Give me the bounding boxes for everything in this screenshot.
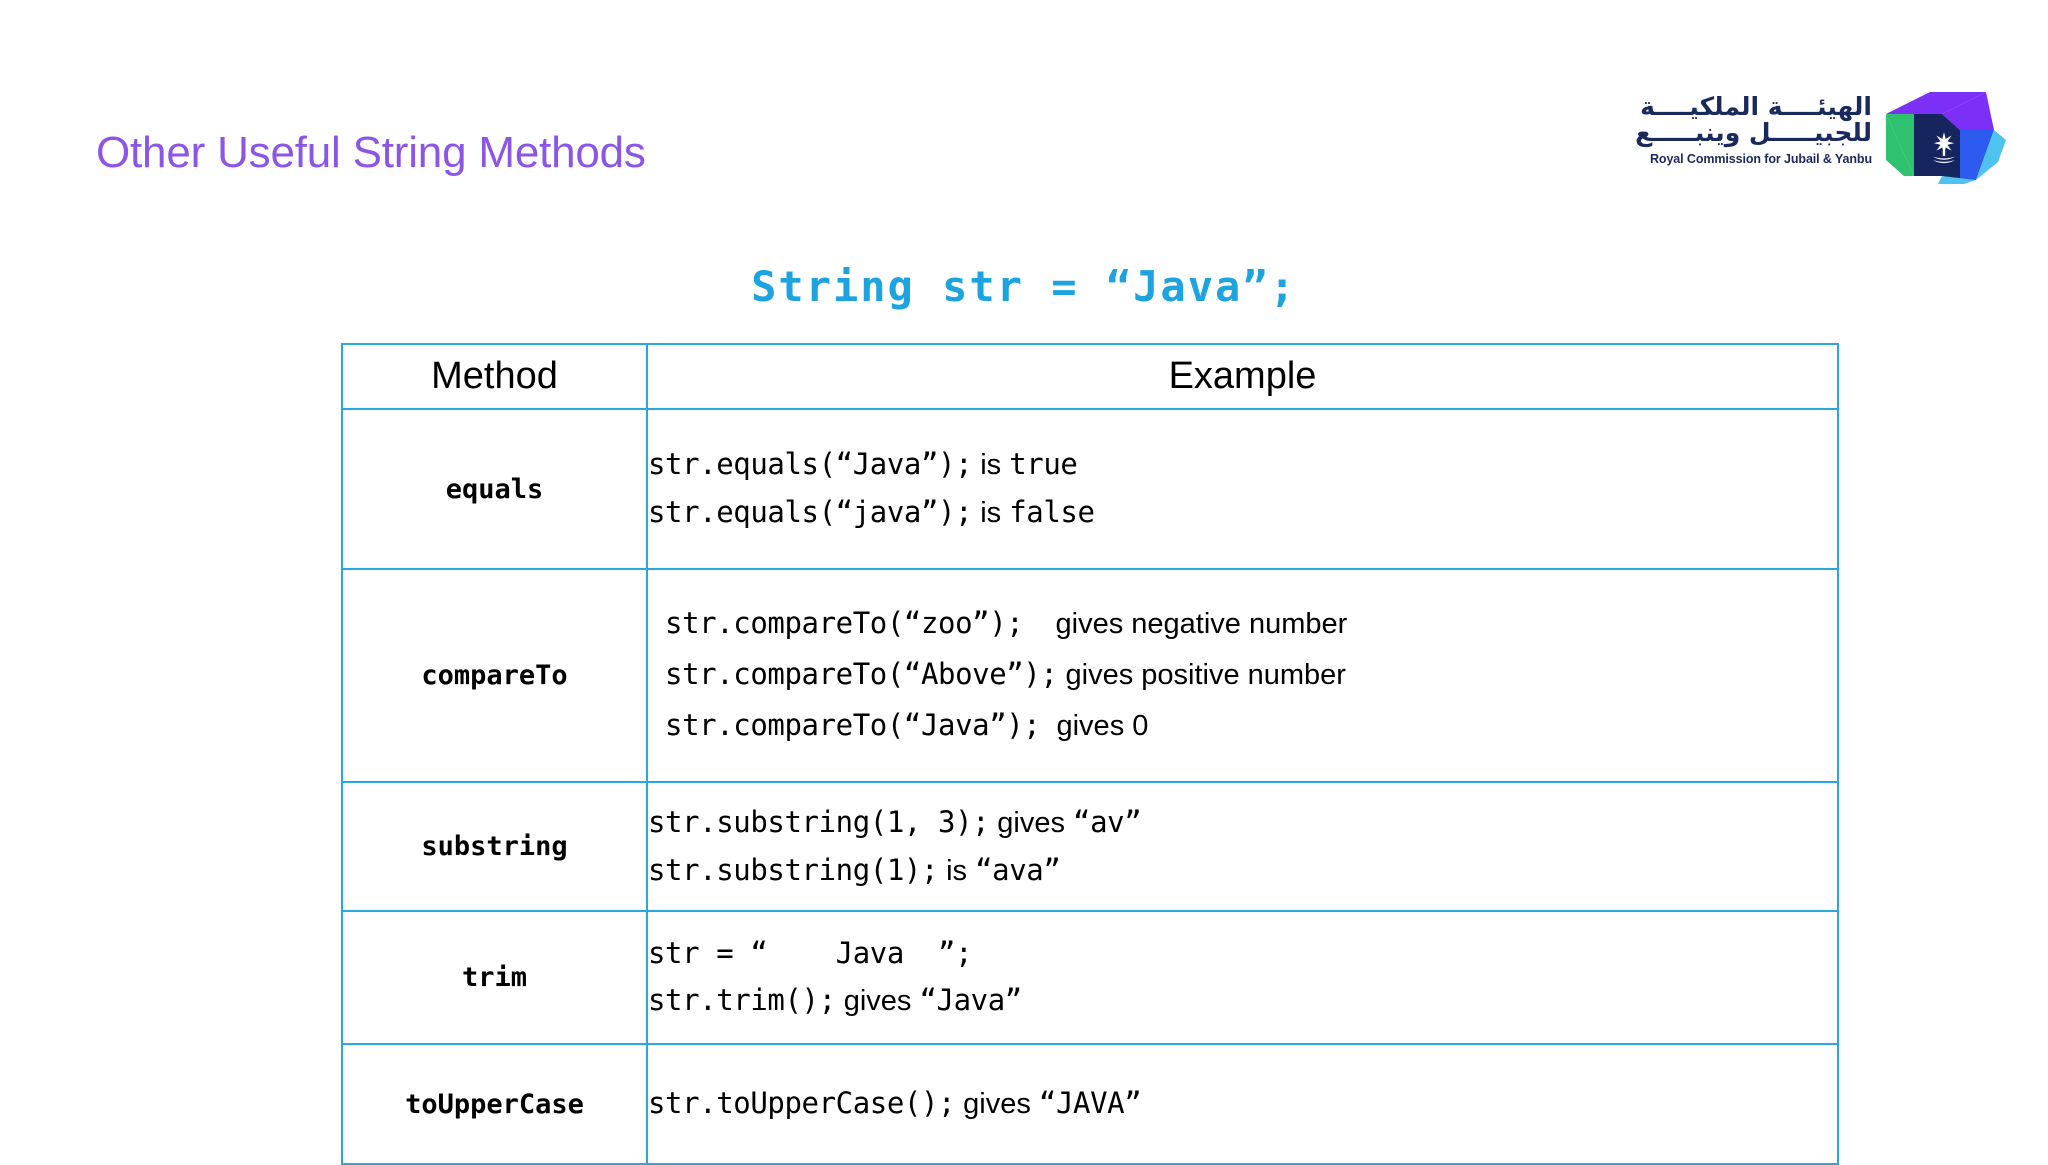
- example-line: str.compareTo(“Java”); gives 0: [648, 701, 1837, 752]
- result-text: gives: [989, 806, 1074, 839]
- code-snippet: “Java”: [919, 983, 1022, 1017]
- column-header-method: Method: [341, 343, 648, 410]
- example-cell: str = “ Java ”; str.trim(); gives “Java”: [646, 910, 1839, 1045]
- code-snippet: str.equals(“java”);: [648, 495, 973, 529]
- example-line: str.equals(“java”); is false: [648, 489, 1837, 537]
- method-name-cell: trim: [341, 910, 648, 1045]
- method-name-cell: equals: [341, 408, 648, 570]
- method-name-cell: toUpperCase: [341, 1043, 648, 1165]
- example-line: str.trim(); gives “Java”: [648, 977, 1837, 1025]
- example-line: str = “ Java ”;: [648, 930, 1837, 977]
- table-row: substring str.substring(1, 3); gives “av…: [341, 781, 1839, 912]
- result-text: is: [972, 449, 1010, 482]
- table-header-row: Method Example: [341, 343, 1839, 410]
- page-title: Other Useful String Methods: [96, 128, 646, 177]
- code-snippet: str.compareTo(“Java”);: [648, 707, 1041, 742]
- example-line: str.toUpperCase(); gives “JAVA”: [648, 1080, 1837, 1128]
- code-snippet: str.compareTo(“zoo”);: [648, 606, 1024, 641]
- code-snippet: “ava”: [975, 852, 1061, 887]
- table-row: toUpperCase str.toUpperCase(); gives “JA…: [341, 1043, 1839, 1165]
- string-methods-table: Method Example equals str.equals(“Java”)…: [341, 343, 1839, 1165]
- example-cell: str.substring(1, 3); gives “av”str.subst…: [646, 781, 1839, 912]
- column-header-example: Example: [646, 343, 1839, 410]
- logo-wordmark: الهيئــــة الملكيــــة للجبيـــــل وينبـ…: [1635, 84, 1872, 166]
- code-snippet: str.substring(1);: [648, 852, 939, 887]
- example-line: str.compareTo(“zoo”); gives negative num…: [648, 599, 1837, 650]
- code-snippet: false: [1009, 495, 1095, 529]
- logo-english-name: Royal Commission for Jubail & Yanbu: [1649, 151, 1872, 166]
- result-text: gives: [955, 1088, 1039, 1121]
- example-cell: str.compareTo(“zoo”); gives negative num…: [646, 568, 1839, 783]
- result-text: gives: [835, 985, 920, 1017]
- table-row: trim str = “ Java ”; str.trim(); gives “J…: [341, 910, 1839, 1045]
- result-text: is: [972, 497, 1010, 529]
- code-snippet: str.substring(1, 3);: [648, 804, 990, 839]
- logo-arabic-line-1: الهيئــــة الملكيــــة: [1640, 92, 1872, 121]
- result-text: gives positive number: [1057, 659, 1346, 692]
- code-snippet: str = “ Java ”;: [648, 936, 973, 971]
- example-line: str.equals(“Java”); is true: [648, 441, 1837, 489]
- code-snippet: str.toUpperCase();: [648, 1086, 956, 1121]
- result-text: is: [938, 854, 976, 887]
- code-snippet: “JAVA”: [1038, 1086, 1142, 1121]
- code-snippet: str.trim();: [648, 983, 836, 1017]
- result-text: gives 0: [1040, 709, 1149, 742]
- code-heading: String str = “Java”;: [751, 262, 1297, 311]
- result-text: gives negative number: [1023, 608, 1348, 641]
- example-cell: str.toUpperCase(); gives “JAVA”: [646, 1043, 1839, 1165]
- table-row: compareTo str.compareTo(“zoo”); gives ne…: [341, 568, 1839, 783]
- code-snippet: str.equals(“Java”);: [648, 447, 973, 482]
- code-snippet: true: [1009, 447, 1078, 482]
- code-snippet: “av”: [1073, 804, 1142, 839]
- logo-arabic-line-2: للجبيـــــل وينبـــــع: [1635, 118, 1872, 148]
- code-snippet: str.compareTo(“Above”);: [648, 657, 1058, 692]
- example-line: str.substring(1); is “ava”: [648, 847, 1837, 895]
- organization-logo: الهيئــــة الملكيــــة للجبيـــــل وينبـ…: [1635, 84, 2010, 184]
- example-line: str.substring(1, 3); gives “av”: [648, 799, 1837, 847]
- method-name-cell: compareTo: [341, 568, 648, 783]
- method-name-cell: substring: [341, 781, 648, 912]
- logo-emblem-icon: [1886, 92, 2006, 184]
- example-line: str.compareTo(“Above”); gives positive n…: [648, 650, 1837, 701]
